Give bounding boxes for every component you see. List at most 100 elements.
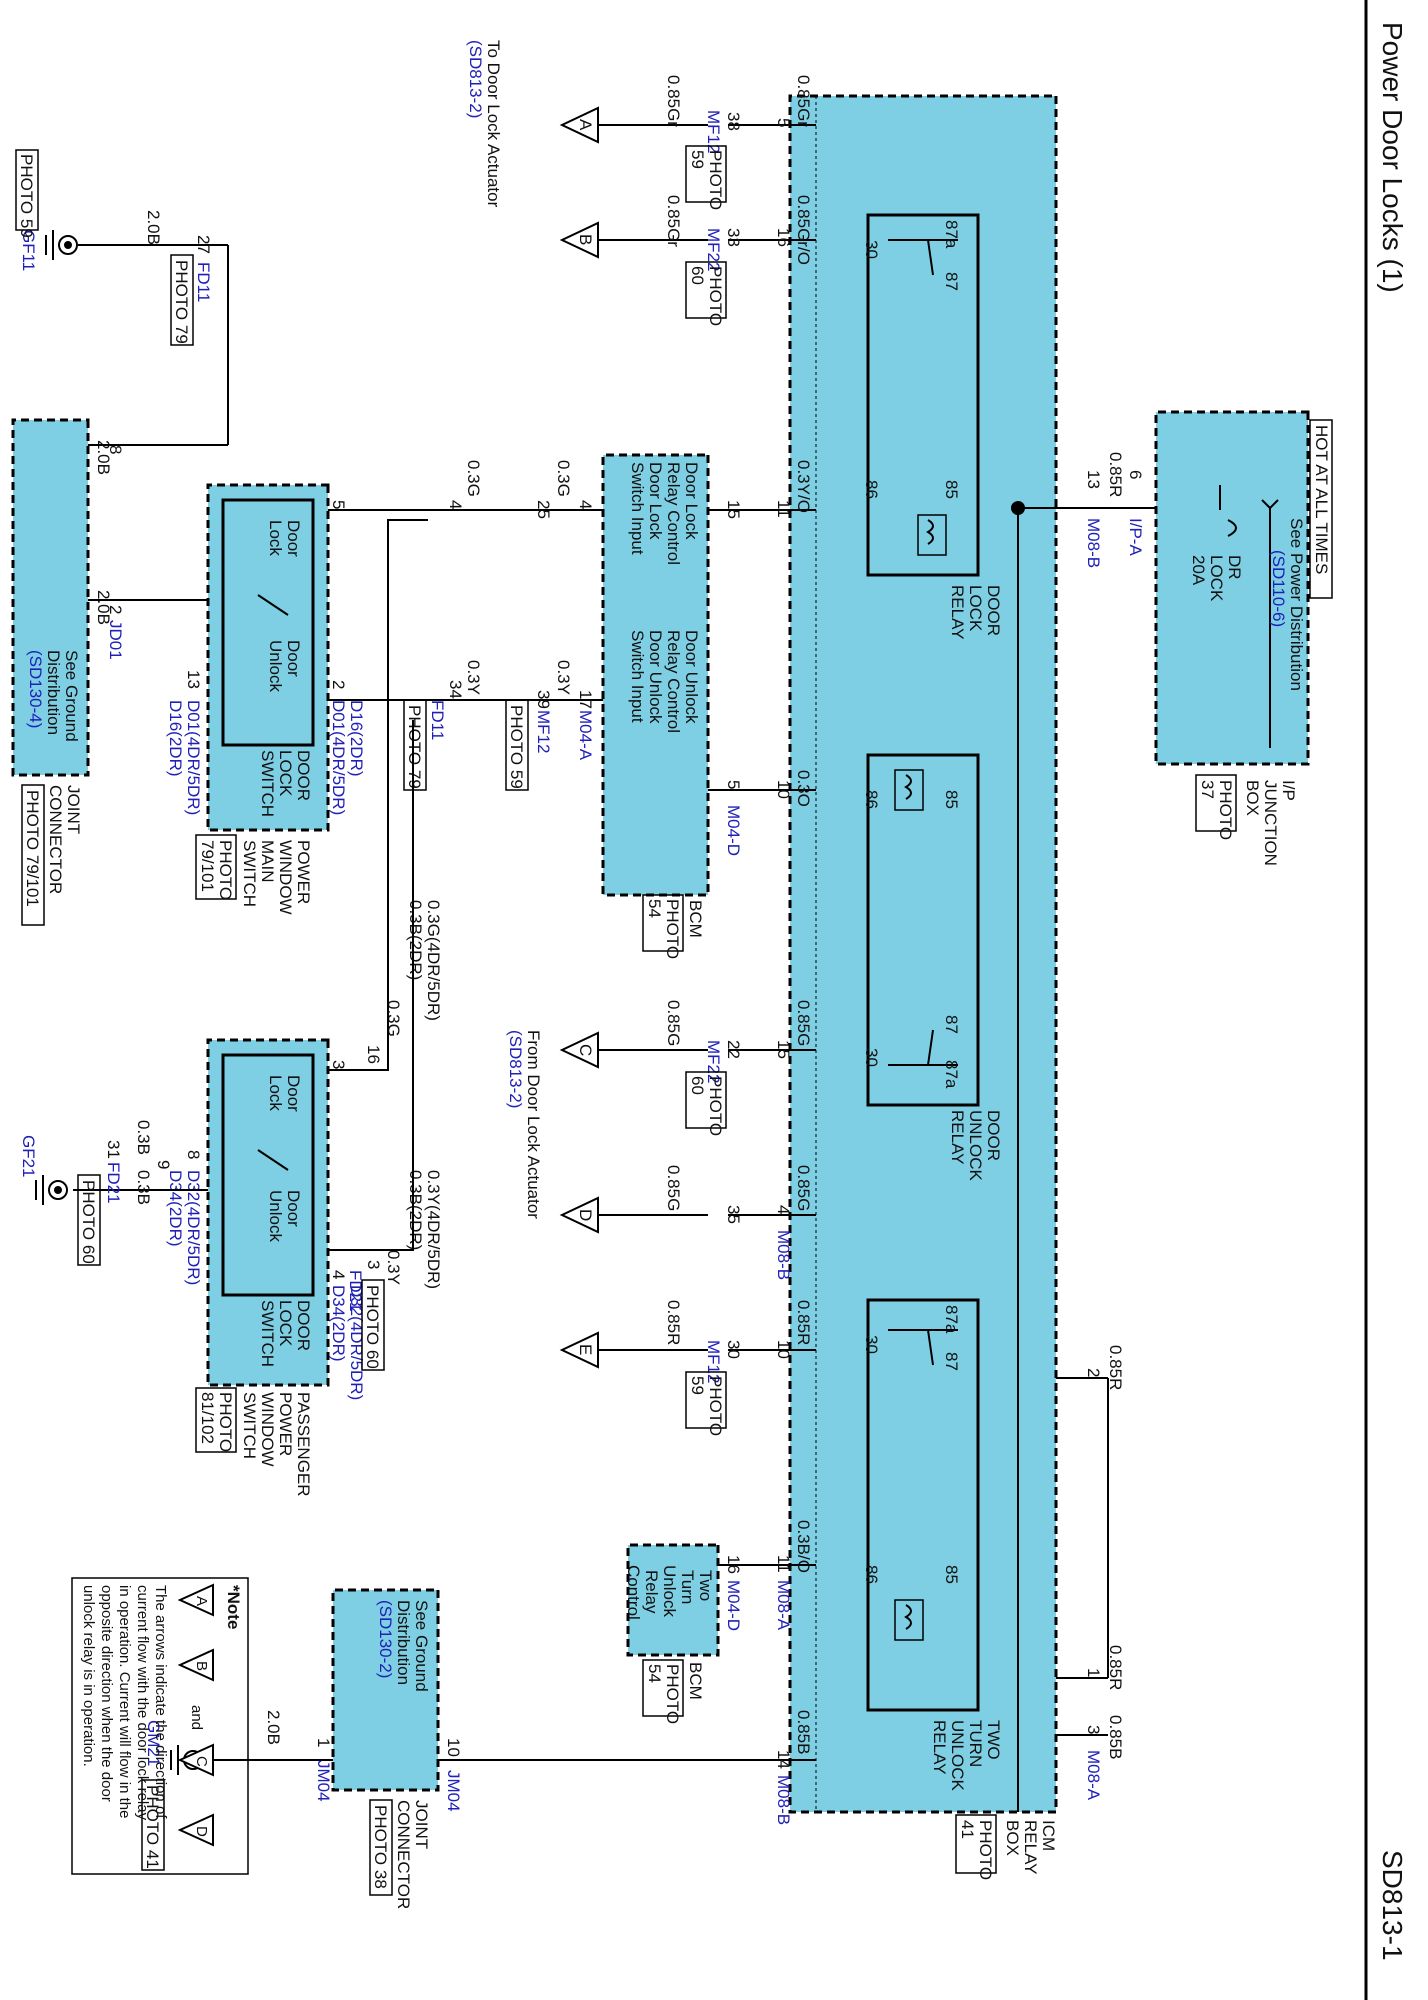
svg-text:0.3Y: 0.3Y (554, 660, 573, 695)
svg-text:PHOTO 38: PHOTO 38 (371, 1805, 390, 1889)
svg-text:M04-D: M04-D (724, 1580, 743, 1631)
svg-text:Relay: Relay (642, 1570, 661, 1614)
svg-text:0.3G: 0.3G (554, 460, 573, 497)
svg-text:CONNECTOR: CONNECTOR (394, 1800, 413, 1909)
svg-text:8: 8 (184, 1150, 203, 1159)
joint-connector-jm04 (331, 1588, 440, 1792)
svg-text:2.0B: 2.0B (94, 590, 113, 625)
svg-text:Control: Control (624, 1565, 643, 1620)
svg-text:13: 13 (184, 670, 203, 689)
svg-text:0.3B/O: 0.3B/O (794, 1520, 813, 1573)
svg-text:M04-A: M04-A (576, 710, 595, 761)
svg-text:DR: DR (1225, 555, 1244, 580)
svg-text:C: C (576, 1044, 595, 1056)
svg-text:PHOTO 41: PHOTO 41 (143, 1785, 162, 1869)
svg-text:37: 37 (1198, 780, 1217, 799)
svg-text:35: 35 (724, 1205, 743, 1224)
svg-text:DOOR: DOOR (294, 1300, 313, 1351)
svg-text:PHOTO: PHOTO (706, 150, 725, 210)
svg-text:2: 2 (1084, 1368, 1103, 1377)
svg-text:PASSENGER: PASSENGER (294, 1392, 313, 1497)
svg-text:30: 30 (862, 1335, 881, 1354)
svg-text:UNLOCK: UNLOCK (948, 1720, 967, 1792)
svg-text:3: 3 (364, 1260, 383, 1269)
svg-text:PHOTO 60: PHOTO 60 (363, 1285, 382, 1369)
svg-text:0.3B: 0.3B (134, 1120, 153, 1155)
svg-text:PHOTO 79/101: PHOTO 79/101 (23, 790, 42, 907)
svg-text:PHOTO: PHOTO (706, 1376, 725, 1436)
svg-text:0.85Gr: 0.85Gr (664, 195, 683, 247)
svg-text:M08-B: M08-B (774, 1775, 793, 1825)
svg-text:POWER: POWER (276, 1392, 295, 1456)
svg-text:PHOTO 60: PHOTO 60 (79, 1180, 98, 1264)
svg-text:DOOR: DOOR (984, 585, 1003, 636)
svg-text:M08-B: M08-B (774, 1230, 793, 1280)
svg-text:34: 34 (446, 680, 465, 699)
svg-text:31: 31 (104, 1140, 123, 1159)
svg-text:SWITCH: SWITCH (258, 1300, 277, 1367)
svg-text:Door Unlock: Door Unlock (646, 630, 665, 724)
svg-text:SWITCH: SWITCH (258, 750, 277, 817)
svg-text:I/P-A: I/P-A (1126, 518, 1145, 556)
svg-text:87a: 87a (942, 220, 961, 249)
svg-text:0.85R: 0.85R (1106, 1345, 1125, 1390)
svg-text:2.0B: 2.0B (94, 440, 113, 475)
svg-text:JOINT: JOINT (64, 785, 83, 834)
svg-text:30: 30 (724, 1340, 743, 1359)
svg-text:See Ground: See Ground (412, 1600, 431, 1692)
svg-text:JM04: JM04 (314, 1760, 333, 1802)
svg-text:85: 85 (942, 790, 961, 809)
svg-text:87: 87 (942, 1015, 961, 1034)
svg-text:16: 16 (724, 1555, 743, 1574)
svg-text:RELAY: RELAY (1021, 1820, 1040, 1875)
svg-text:D: D (576, 1209, 595, 1221)
svg-text:B: B (193, 1661, 210, 1671)
svg-text:BCM: BCM (686, 900, 705, 938)
svg-text:0.3Y: 0.3Y (384, 1250, 403, 1285)
svg-text:MAIN: MAIN (258, 840, 277, 883)
svg-text:E: E (576, 1344, 595, 1355)
svg-text:54: 54 (645, 1664, 664, 1683)
svg-text:41: 41 (958, 1820, 977, 1839)
svg-text:SWITCH: SWITCH (240, 840, 259, 907)
svg-text:FD11: FD11 (428, 700, 447, 740)
svg-text:ICM: ICM (1039, 1820, 1058, 1851)
svg-text:FD11: FD11 (194, 262, 213, 302)
svg-text:9: 9 (154, 1160, 173, 1169)
svg-text:60: 60 (688, 1076, 707, 1095)
svg-text:GF21: GF21 (19, 1135, 38, 1178)
svg-text:1: 1 (1084, 1668, 1103, 1677)
icm-relay-box (788, 94, 1058, 1814)
svg-text:10: 10 (774, 1340, 793, 1359)
svg-text:TWO: TWO (984, 1720, 1003, 1760)
svg-text:16: 16 (774, 228, 793, 247)
svg-text:JUNCTION: JUNCTION (1261, 780, 1280, 866)
svg-text:Door Unlock: Door Unlock (682, 630, 701, 724)
svg-text:current flow with the door loc: current flow with the door lock relay (134, 1585, 151, 1821)
svg-text:86: 86 (862, 790, 881, 809)
svg-text:BOX: BOX (1243, 780, 1262, 816)
svg-text:16: 16 (364, 1045, 383, 1064)
svg-text:JOINT: JOINT (412, 1800, 431, 1849)
svg-text:Lock: Lock (266, 520, 285, 556)
svg-text:DOOR: DOOR (984, 1110, 1003, 1161)
svg-text:WINDOW: WINDOW (258, 1392, 277, 1467)
svg-text:TURN: TURN (966, 1720, 985, 1767)
svg-text:PHOTO: PHOTO (976, 1820, 995, 1880)
svg-text:DOOR: DOOR (294, 750, 313, 801)
svg-text:25: 25 (534, 500, 553, 519)
svg-text:30: 30 (862, 240, 881, 259)
svg-text:PHOTO 79: PHOTO 79 (172, 260, 191, 344)
svg-text:0.85G: 0.85G (794, 1165, 813, 1211)
svg-text:A: A (193, 1596, 210, 1606)
svg-text:0.3B(2DR): 0.3B(2DR) (406, 1170, 425, 1250)
svg-text:opposite direction when the do: opposite direction when the door (98, 1585, 115, 1802)
svg-text:Turn: Turn (678, 1570, 697, 1604)
svg-text:5: 5 (724, 780, 743, 789)
svg-text:27: 27 (194, 235, 213, 254)
svg-text:87a: 87a (942, 1305, 961, 1334)
svg-text:D32(4DR/5DR): D32(4DR/5DR) (184, 1170, 203, 1285)
svg-text:D01(4DR/5DR): D01(4DR/5DR) (329, 700, 348, 815)
svg-text:79/101: 79/101 (198, 840, 217, 892)
